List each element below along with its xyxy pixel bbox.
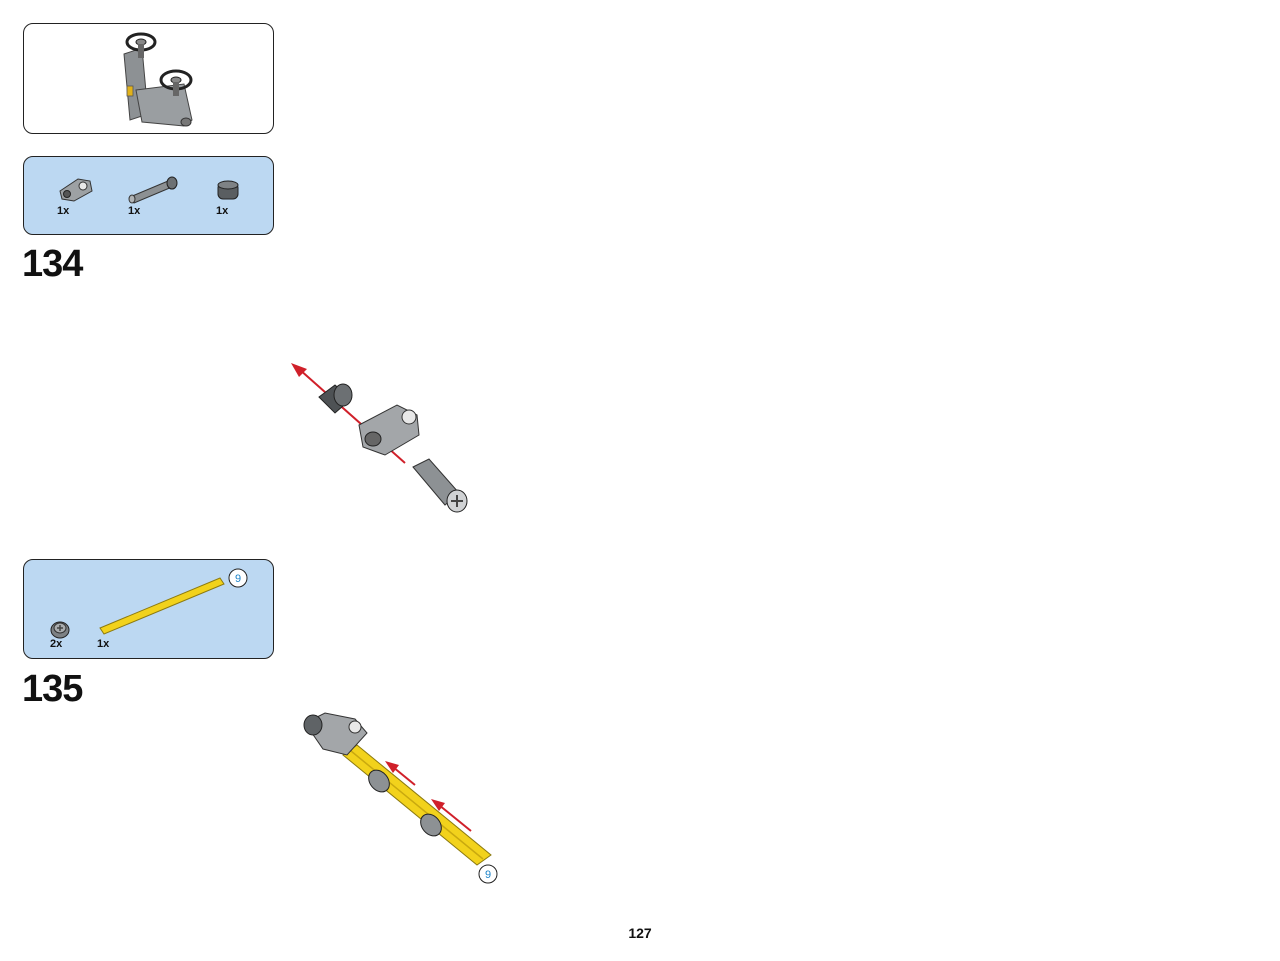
- parts-list-box-step-135: 2x 9 1x: [23, 559, 274, 659]
- half-bushing-icon: [50, 621, 70, 639]
- part-quantity: 1x: [216, 205, 229, 217]
- part-quantity: 2x: [50, 638, 63, 650]
- length-badge-text: 9: [235, 573, 241, 585]
- part-quantity: 1x: [57, 205, 70, 217]
- length-callout-text: 9: [485, 869, 491, 881]
- part-quantity: 1x: [128, 205, 141, 217]
- part-quantity: 1x: [97, 638, 110, 650]
- pin-connector-icon: [59, 178, 93, 202]
- step-135-illustration: 9: [303, 712, 498, 884]
- step-number-135: 135: [22, 668, 83, 710]
- sub-assembly-icon: [123, 32, 193, 127]
- step-134-illustration: [291, 363, 468, 513]
- bushing-icon: [217, 180, 239, 200]
- yellow-axle-icon: 9: [99, 568, 248, 635]
- parts-list-box-step-134: 1x 1x 1x: [23, 156, 274, 235]
- step-number-134: 134: [22, 243, 83, 285]
- page-number: 127: [628, 925, 652, 941]
- assembly-overview-box: [23, 23, 274, 134]
- axle-pin-icon: [128, 176, 178, 204]
